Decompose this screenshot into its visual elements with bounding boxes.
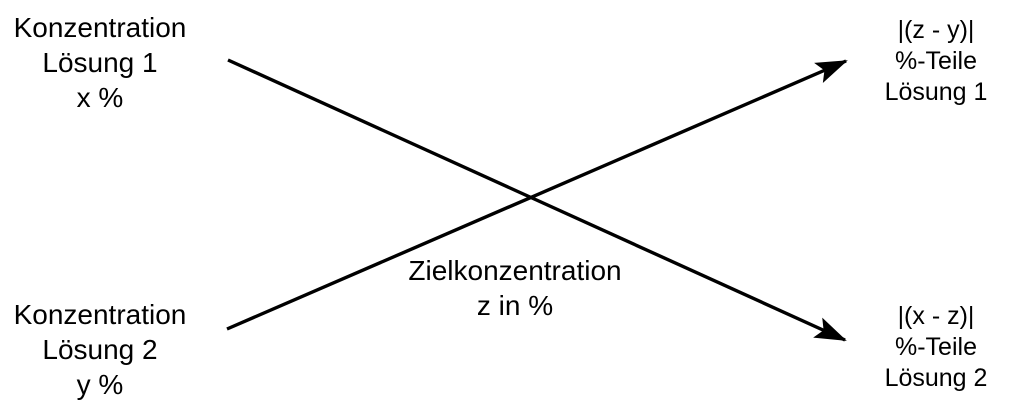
node-solution1-concentration-line3: x % bbox=[76, 82, 124, 113]
node-solution2-parts: |(x - z)| %-Teile Lösung 2 bbox=[836, 301, 1024, 394]
node-solution2-concentration-line1: Konzentration bbox=[13, 299, 187, 330]
arrow-bottom-left-to-top-right bbox=[226, 59, 848, 331]
node-solution2-parts-line3: Lösung 2 bbox=[884, 364, 988, 392]
node-solution2-concentration-line3: y % bbox=[76, 369, 124, 400]
node-solution1-parts-line3: Lösung 1 bbox=[884, 78, 988, 106]
node-solution1-concentration-line2: Lösung 1 bbox=[42, 47, 158, 78]
arrow-top-left-to-bottom-right bbox=[227, 58, 847, 342]
node-target-concentration-line1: Zielkonzentration bbox=[408, 255, 622, 286]
node-solution1-parts-line1: |(z - y)| bbox=[897, 16, 975, 44]
node-solution1-parts: |(z - y)| %-Teile Lösung 1 bbox=[836, 15, 1024, 108]
node-target-concentration-line2: z in % bbox=[476, 290, 554, 321]
node-solution1-concentration: Konzentration Lösung 1 x % bbox=[0, 10, 200, 115]
node-solution2-concentration: Konzentration Lösung 2 y % bbox=[0, 297, 200, 402]
node-solution2-parts-line2: %-Teile bbox=[895, 333, 977, 361]
node-solution2-parts-line1: |(x - z)| bbox=[897, 302, 975, 330]
node-target-concentration: Zielkonzentration z in % bbox=[365, 253, 665, 323]
node-solution1-parts-line2: %-Teile bbox=[895, 47, 977, 75]
node-solution2-concentration-line2: Lösung 2 bbox=[42, 334, 158, 365]
node-solution1-concentration-line1: Konzentration bbox=[13, 12, 187, 43]
